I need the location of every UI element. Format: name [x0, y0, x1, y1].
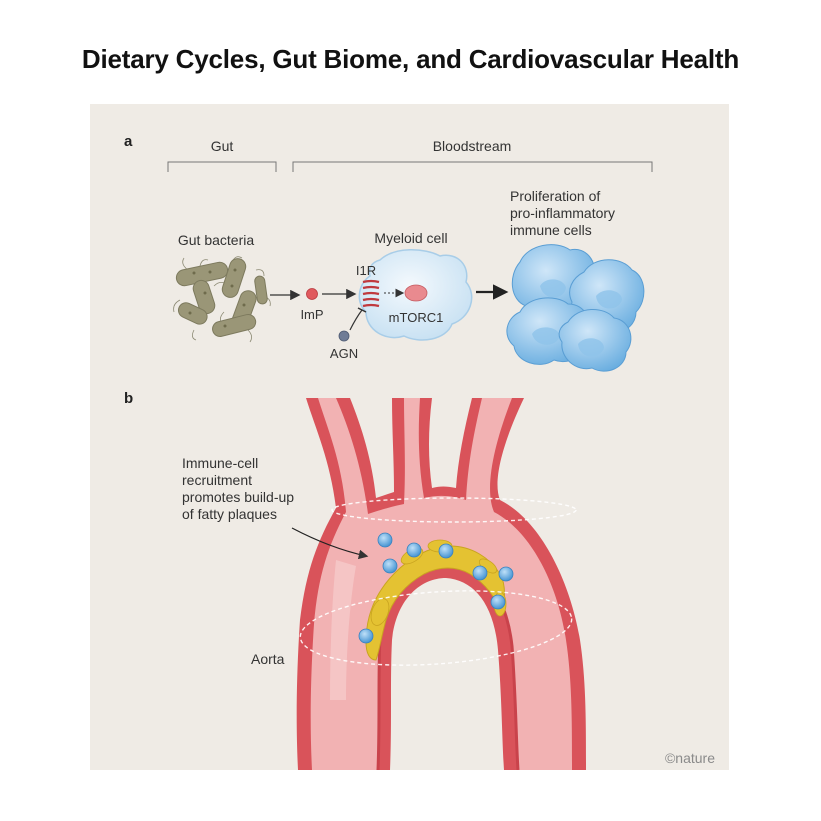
immune-cell-dot-icon	[498, 566, 514, 582]
recruitment-line-4: of fatty plaques	[182, 506, 277, 522]
agn-inhibition-bar	[357, 307, 367, 313]
proliferation-line-3: immune cells	[510, 222, 592, 238]
recruitment-line-2: recruitment	[182, 472, 252, 488]
imp-label: ImP	[300, 307, 323, 322]
proliferation-line-2: pro-inflammatory	[510, 205, 615, 221]
agn-dot-icon	[338, 330, 350, 342]
recruitment-line-3: promotes build-up	[182, 489, 294, 505]
proliferation-label: Proliferation of pro-inflammatory immune…	[510, 188, 619, 238]
aorta-lumen	[310, 398, 572, 770]
page-title: Dietary Cycles, Gut Biome, and Cardiovas…	[81, 44, 740, 74]
recruitment-label: Immune-cell recruitment promotes build-u…	[182, 455, 298, 522]
i1r-label: I1R	[356, 263, 376, 278]
mtorc1-icon	[404, 284, 428, 302]
recruitment-line-1: Immune-cell	[182, 455, 258, 471]
immune-cell-dot-icon	[358, 628, 374, 644]
recruited-immune-cells	[358, 532, 514, 644]
immune-cell-dot-icon	[472, 565, 488, 581]
aorta-highlight	[330, 560, 356, 700]
immune-cells-cluster-icon	[506, 244, 645, 372]
imp-dot-icon	[306, 288, 318, 300]
nature-credit: ©nature	[665, 750, 715, 766]
immune-cell-dot-icon	[377, 532, 393, 548]
myeloid-cell-label: Myeloid cell	[374, 230, 447, 246]
immune-cell-dot-icon	[438, 543, 454, 559]
agn-inhibition-line	[349, 309, 363, 331]
gut-bacteria-icon	[173, 256, 271, 343]
immune-cell-dot-icon	[406, 542, 422, 558]
dashed-ring-lower	[299, 590, 573, 666]
agn-label: AGN	[330, 346, 358, 361]
immune-cell-dot-icon	[382, 558, 398, 574]
gut-header: Gut	[211, 138, 234, 154]
gut-bacteria-label: Gut bacteria	[178, 232, 254, 248]
bloodstream-header: Bloodstream	[433, 138, 512, 154]
bloodstream-bracket	[292, 161, 653, 172]
gut-bracket	[167, 161, 277, 172]
panel-b-letter: b	[124, 390, 133, 407]
immune-cell-dot-icon	[490, 594, 506, 610]
panel-a-letter: a	[124, 133, 133, 150]
mtorc1-label: mTORC1	[389, 310, 444, 325]
recruitment-arrow	[291, 527, 369, 560]
immune-cell-icon	[558, 309, 632, 372]
i1r-receptor-icon	[362, 279, 380, 308]
aorta-illustration	[296, 398, 586, 770]
aorta-label: Aorta	[251, 651, 285, 667]
proliferation-line-1: Proliferation of	[510, 188, 600, 204]
dashed-ring-upper	[331, 497, 577, 523]
